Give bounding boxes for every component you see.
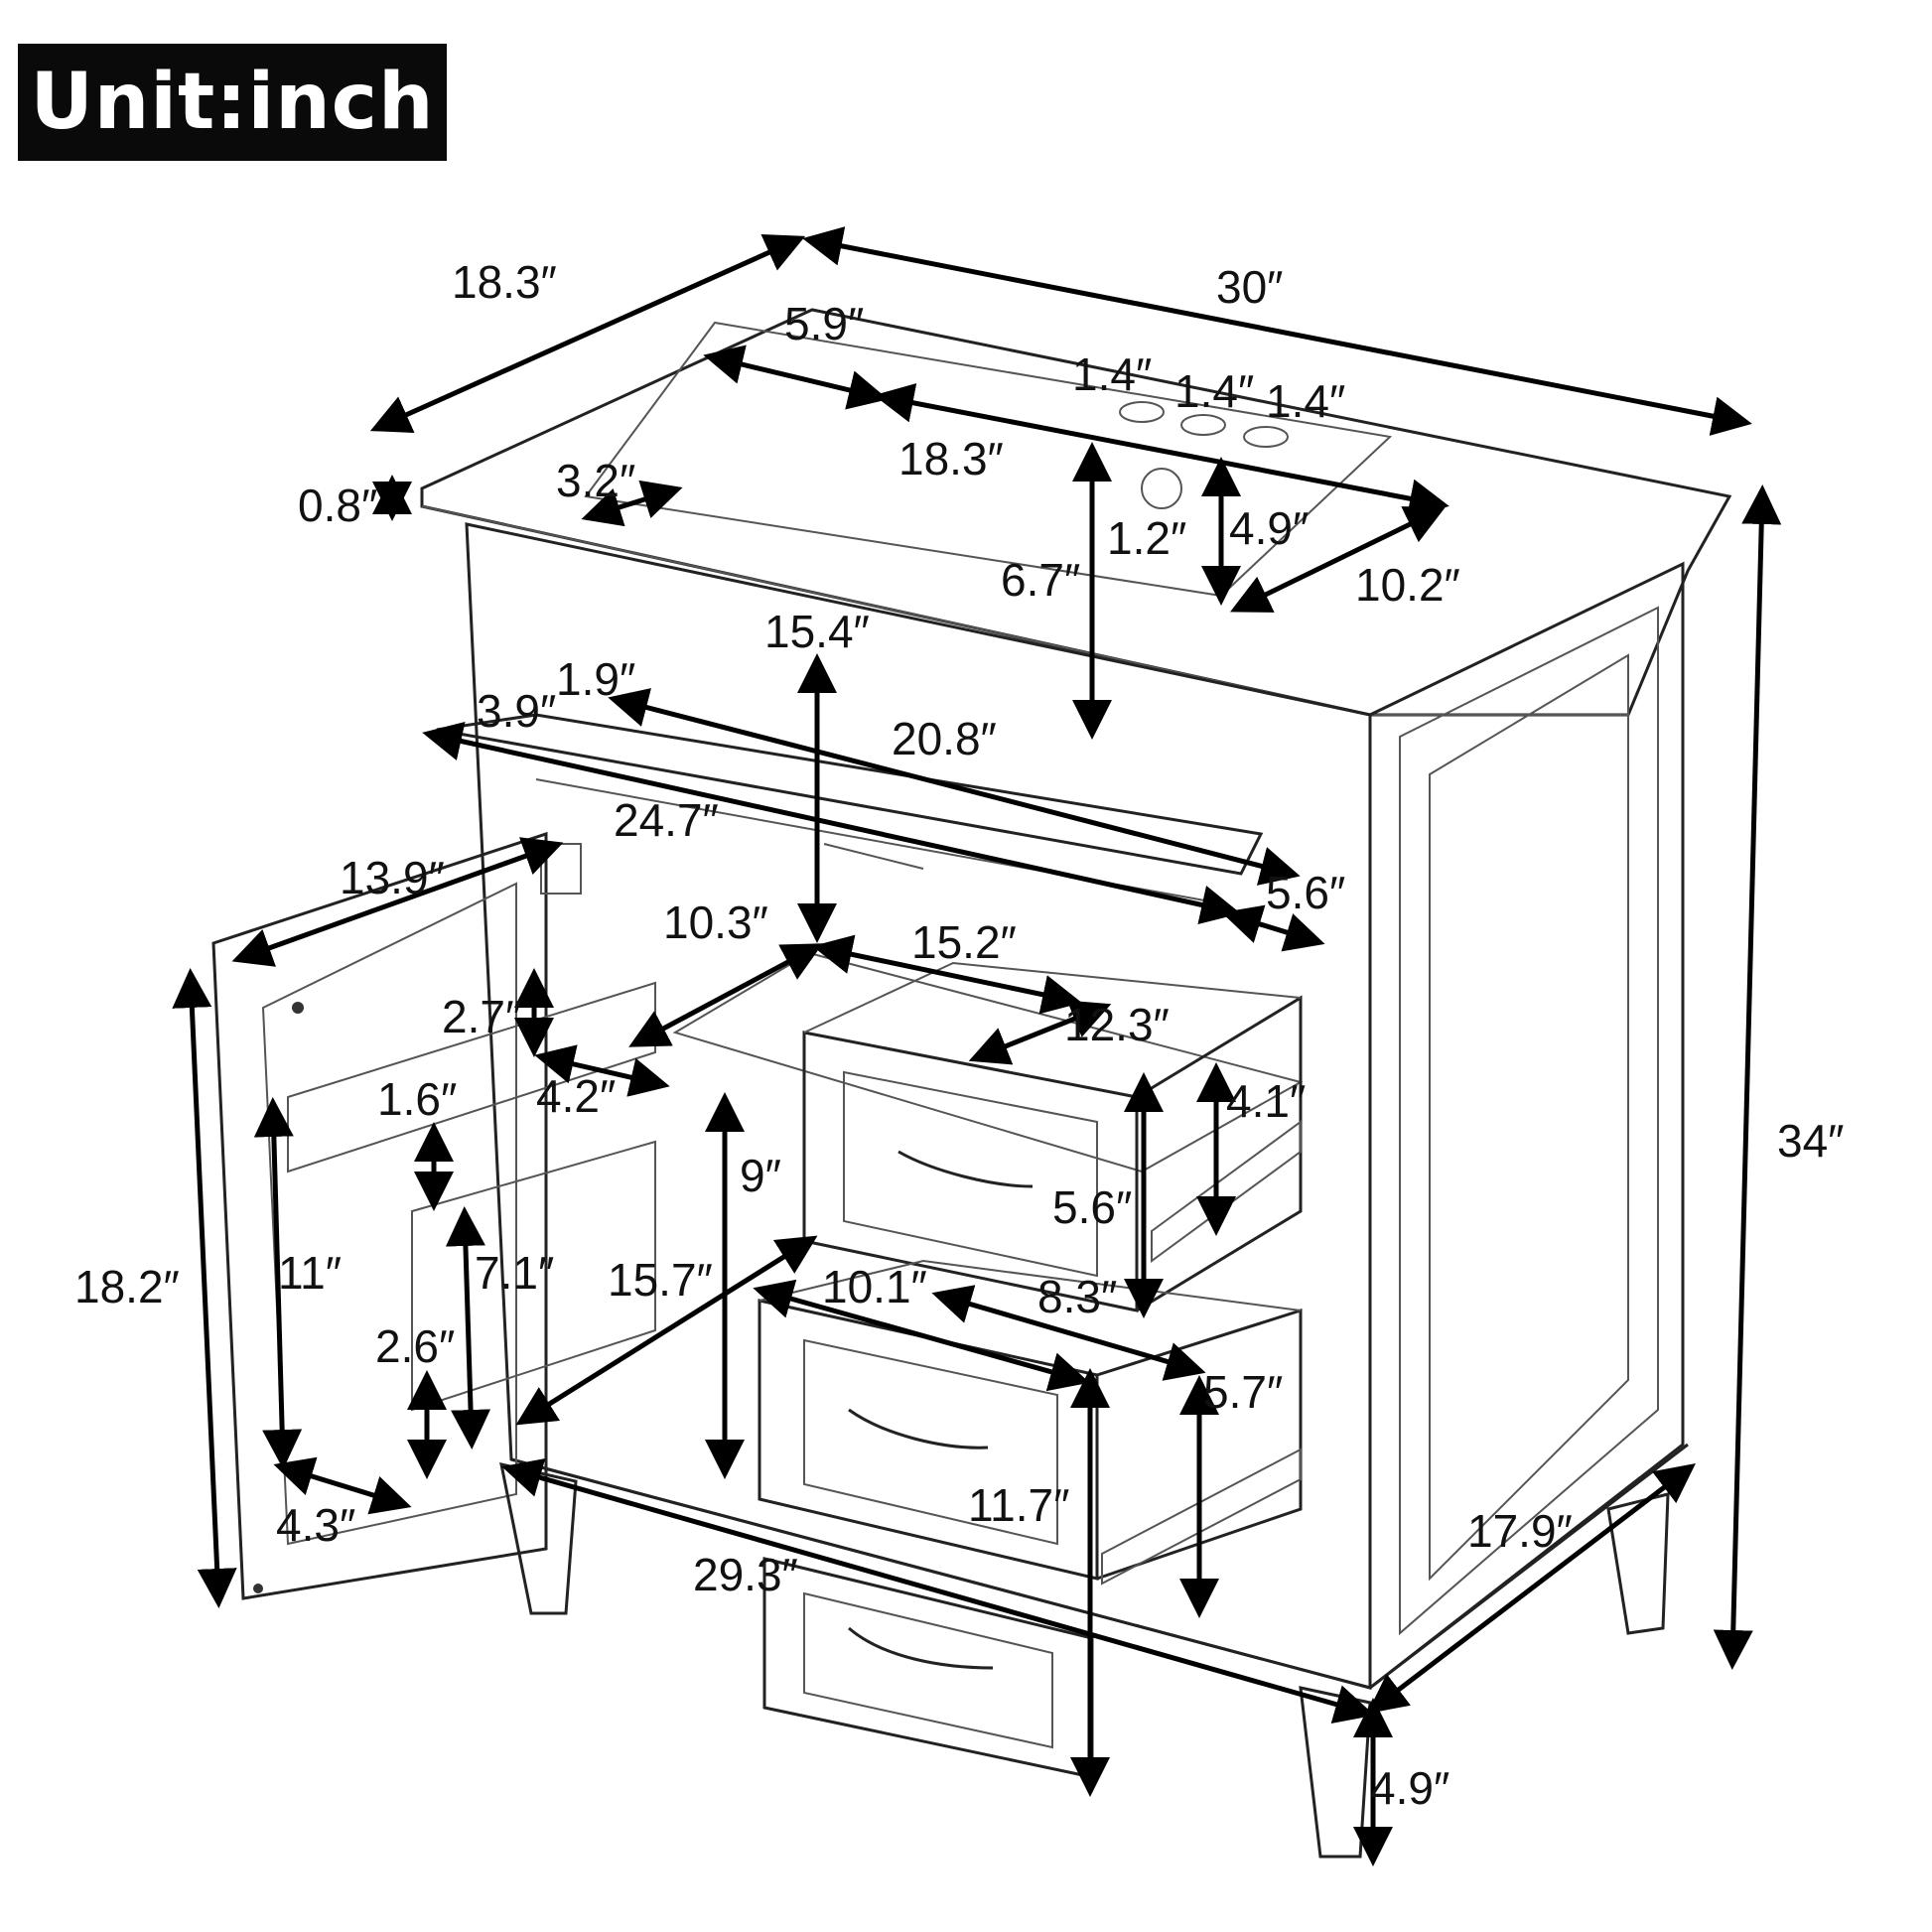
arrow-total-height [1713, 484, 1782, 1670]
label-drawer-stack-height: 11.7″ [968, 1479, 1069, 1531]
label-tip-out-2: 3.9″ [477, 685, 556, 737]
label-rack-height: 7.1″ [475, 1247, 554, 1299]
label-tip-out-width: 20.8″ [892, 713, 997, 764]
faucet-hole-left [1119, 401, 1165, 423]
arrow-basin-length [1230, 506, 1446, 613]
label-side-depth: 17.9″ [1467, 1505, 1573, 1557]
arrow-rack-height [445, 1206, 491, 1449]
label-drain-diameter: 1.2″ [1107, 512, 1186, 564]
label-top-depth: 18.3″ [452, 256, 557, 308]
label-basin-depth: 6.7″ [1001, 554, 1080, 606]
label-tip-out-1: 1.9″ [556, 653, 635, 705]
label-drawer-inner-width: 12.3″ [1064, 999, 1170, 1050]
faucet-hole-right [1243, 426, 1289, 448]
label-faucet-offset: 5.9″ [784, 298, 864, 349]
label-drawer2-height: 5.7″ [1203, 1366, 1283, 1418]
arrow-drawer-depth [931, 1285, 1206, 1381]
side-raised-panel [1399, 606, 1659, 1636]
arrow-drawer-inner-width [968, 1000, 1112, 1065]
label-basin-width: 18.3″ [898, 433, 1004, 484]
label-shelf-depth: 10.3″ [663, 897, 768, 948]
arrow-cabinet-depth [515, 1235, 818, 1426]
label-tip-out-depth: 5.6″ [1266, 867, 1345, 918]
label-inner-height: 15.4″ [764, 606, 870, 657]
label-drawer-span: 15.2″ [911, 916, 1017, 968]
faucet-hole-center [1180, 414, 1226, 436]
label-basin-front-back: 4.9″ [1229, 502, 1309, 554]
label-basin-edge: 3.2″ [556, 455, 635, 506]
arrow-side-depth [1367, 1462, 1696, 1715]
unit-label: Unit:inch [30, 58, 435, 147]
arrow-door-height [172, 968, 237, 1608]
arrow-door-rack-depth [273, 1456, 412, 1515]
arrow-front-width [422, 721, 1241, 925]
dimension-arrows [172, 226, 1782, 1866]
cabinet-base [510, 1443, 1689, 1690]
arrow-width [802, 226, 1752, 436]
label-cabinet-height: 9″ [740, 1150, 781, 1201]
label-hole-spacing-2: 1.4″ [1174, 365, 1254, 417]
label-front-width: 24.7″ [614, 794, 719, 846]
label-cabinet-depth: 15.7″ [608, 1254, 713, 1306]
arrow-rack-depth [534, 1044, 670, 1097]
arrow-shelf-depth [628, 943, 823, 1047]
arrow-top-depth [369, 234, 806, 433]
label-rack-depth: 4.2″ [536, 1070, 616, 1122]
label-drawer-depth: 8.3″ [1037, 1271, 1117, 1322]
unit-label-badge: Unit:inch [18, 44, 447, 161]
label-width: 30″ [1216, 261, 1283, 313]
arrow-tip-out-depth [1221, 904, 1325, 952]
label-total-height: 34″ [1777, 1115, 1844, 1167]
leg-back-right [1606, 1492, 1670, 1635]
label-hole-spacing-1: 1.4″ [1072, 348, 1152, 400]
label-door-height: 18.2″ [74, 1261, 180, 1312]
drawer-1-box [1136, 995, 1303, 1312]
label-base-width: 29.3″ [693, 1549, 798, 1600]
label-door-inner: 11″ [278, 1247, 342, 1299]
dimension-labels: 18.3″ 30″ 5.9″ 1.4″ 1.4″ 1.4″ 18.3″ 0.8″… [74, 256, 1844, 1814]
label-door-rack-depth: 4.3″ [276, 1499, 355, 1551]
inner-shelf [672, 951, 1304, 1173]
label-rack-gap: 1.6″ [377, 1073, 457, 1125]
label-leg-height: 4.9″ [1370, 1762, 1449, 1814]
arrow-door-width [231, 837, 564, 967]
label-rack-bottom: 2.6″ [375, 1320, 455, 1372]
label-drawer-inner-height: 4.1″ [1226, 1075, 1306, 1127]
drawer-1-slide [1151, 1120, 1302, 1263]
arrow-base-width [501, 1457, 1375, 1725]
drawer-1-handle [897, 1150, 1034, 1188]
label-drawer-front-height: 5.6″ [1052, 1181, 1132, 1233]
arrow-drawer-span [812, 934, 1082, 1015]
arrow-basin-width [874, 383, 1449, 518]
arrow-basin-edge [581, 480, 683, 527]
arrow-faucet-offset [703, 345, 889, 410]
label-drawer2-width: 10.1″ [822, 1261, 927, 1312]
label-door-width: 13.9″ [340, 852, 445, 903]
door-inner-panel [261, 882, 517, 1546]
label-basin-length: 10.2″ [1355, 559, 1460, 611]
drawer-2-handle [848, 1408, 989, 1449]
arrow-door-inner [253, 1097, 303, 1469]
drain-hole [1141, 468, 1182, 509]
label-shelf-height: 2.7″ [442, 991, 521, 1042]
label-top-thickness: 0.8″ [298, 480, 377, 531]
label-hole-spacing-3: 1.4″ [1266, 375, 1345, 427]
